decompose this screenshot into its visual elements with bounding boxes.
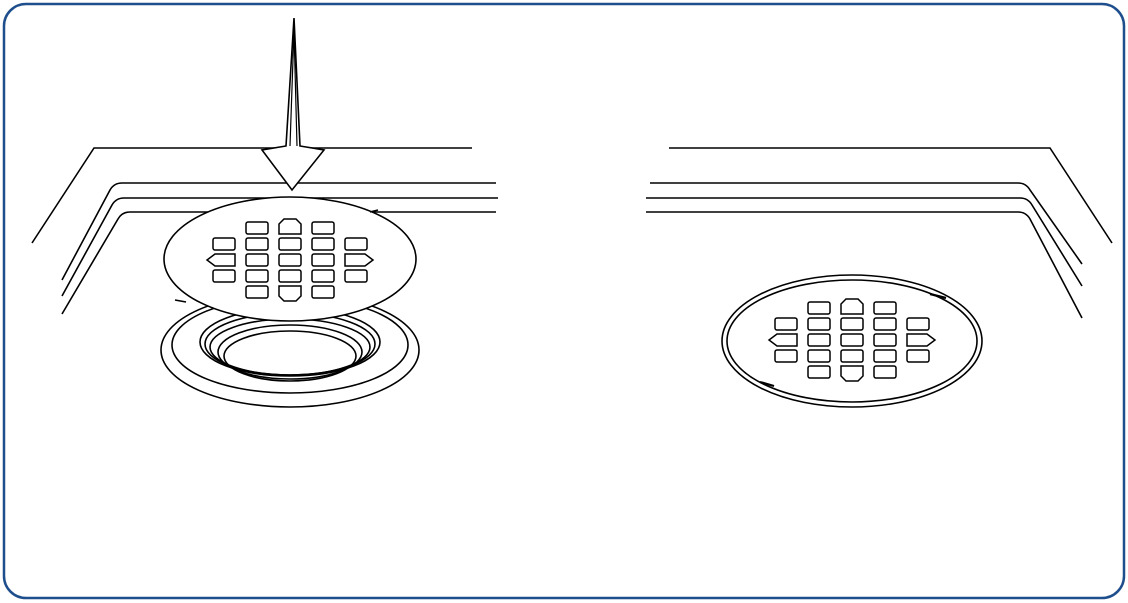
- strainer-slot: [212, 269, 236, 283]
- strainer-slot: [873, 317, 897, 331]
- strainer-slot: [311, 221, 335, 235]
- strainer-slot: [840, 365, 864, 382]
- strainer-slot: [906, 317, 930, 331]
- strainer-slot: [311, 253, 335, 267]
- strainer-slot: [840, 317, 864, 331]
- strainer-slot: [807, 333, 831, 347]
- strainer-slot: [245, 285, 269, 299]
- strainer-slot: [278, 253, 302, 267]
- strainer-slot: [807, 301, 831, 315]
- strainer-slot: [278, 218, 302, 235]
- left-pan-edges: [31, 147, 498, 315]
- left-panel: [31, 17, 498, 408]
- strainer-slot: [245, 237, 269, 251]
- strainer-slot: [344, 237, 368, 251]
- strainer-slot: [344, 269, 368, 283]
- strainer-slot: [245, 269, 269, 283]
- strainer-slot: [205, 253, 236, 267]
- strainer-slot: [840, 349, 864, 363]
- strainer-slot: [906, 333, 937, 347]
- strainer-slot: [807, 349, 831, 363]
- strainer-cover-installed: [721, 274, 983, 408]
- strainer-slot: [311, 285, 335, 299]
- strainer-holes: [205, 218, 375, 302]
- down-arrow-icon: [260, 17, 326, 192]
- strainer-cover-lifted: [163, 196, 417, 322]
- strainer-holes: [767, 298, 937, 382]
- strainer-slot: [807, 365, 831, 379]
- strainer-slot: [767, 333, 798, 347]
- strainer-slot: [278, 269, 302, 283]
- strainer-slot: [212, 237, 236, 251]
- strainer-slot: [344, 253, 375, 267]
- strainer-slot: [873, 301, 897, 315]
- strainer-slot: [245, 221, 269, 235]
- strainer-slot: [774, 317, 798, 331]
- strainer-slot: [873, 349, 897, 363]
- strainer-slot: [873, 333, 897, 347]
- strainer-slot: [807, 317, 831, 331]
- strainer-slot: [245, 253, 269, 267]
- strainer-slot: [278, 237, 302, 251]
- strainer-slot: [311, 237, 335, 251]
- strainer-slot: [873, 365, 897, 379]
- strainer-slot: [311, 269, 335, 283]
- strainer-slot: [840, 298, 864, 315]
- strainer-slot: [906, 349, 930, 363]
- strainer-slot: [840, 333, 864, 347]
- strainer-slot: [278, 285, 302, 302]
- strainer-slot: [774, 349, 798, 363]
- right-panel: [646, 147, 1113, 408]
- right-pan-edges: [646, 147, 1113, 319]
